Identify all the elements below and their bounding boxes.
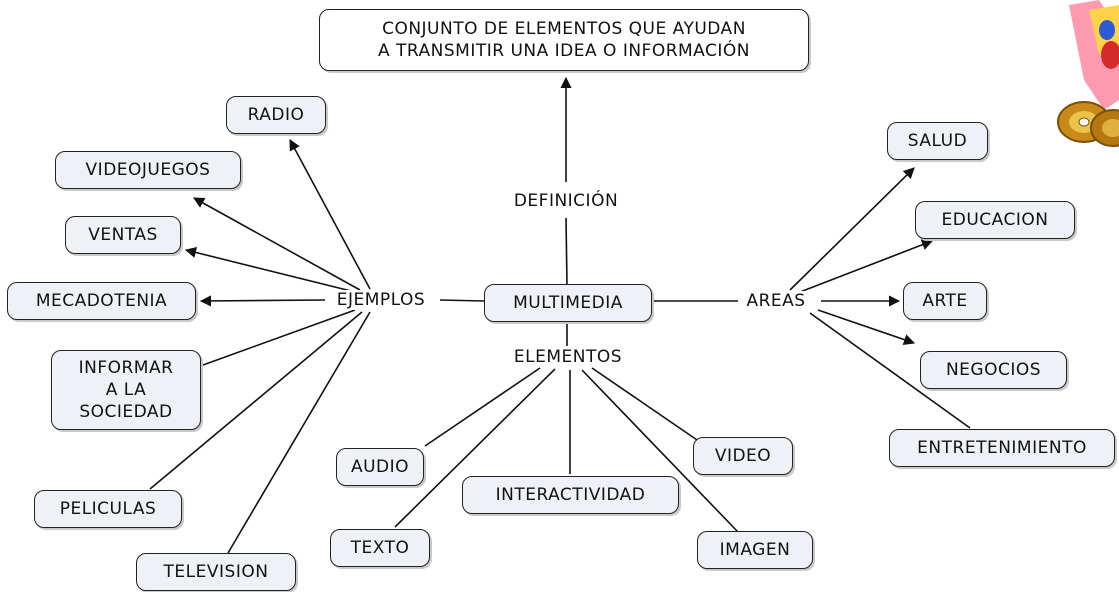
node-audio: AUDIO (336, 448, 424, 486)
node-imagen: IMAGEN (697, 531, 813, 569)
label-elementos: ELEMENTOS (510, 347, 626, 367)
arrow-to-salud (789, 167, 915, 291)
informar-line-2: A LA (105, 380, 147, 400)
line-to-texto (394, 368, 556, 528)
cd-disc-icon-2 (1090, 109, 1119, 147)
node-texto: TEXTO (330, 529, 430, 567)
arrow-to-educacion (799, 239, 934, 293)
node-salud: SALUD (887, 122, 988, 160)
arrow-to-negocios (817, 309, 916, 346)
arrow-to-videojuegos (193, 197, 361, 291)
node-arte: ARTE (903, 282, 987, 320)
informar-line-3: SOCIEDAD (79, 402, 173, 422)
node-informar-a-la-sociedad: INFORMAR A LA SOCIEDAD (51, 350, 201, 430)
node-peliculas: PELICULAS (34, 490, 182, 528)
multimedia-clipart-icon (1057, 0, 1119, 147)
line-to-imagen (581, 369, 739, 533)
node-television: TELEVISION (136, 553, 296, 591)
node-negocios: NEGOCIOS (920, 351, 1067, 389)
node-video: VIDEO (693, 437, 793, 475)
connector-multimedia-definicion (565, 217, 568, 286)
arrow-to-mecadotenia (199, 295, 326, 307)
node-mecadotenia: MECADOTENIA (7, 282, 196, 320)
informar-line-1: INFORMAR (78, 358, 174, 378)
node-entretenimiento: ENTRETENIMIENTO (889, 429, 1115, 467)
definition-line-2: A TRANSMITIR UNA IDEA O INFORMACIÓN (377, 41, 750, 61)
label-areas: AREAS (743, 291, 809, 311)
line-to-entretenimiento (809, 312, 971, 429)
line-to-informar (202, 309, 356, 366)
node-interactividad: INTERACTIVIDAD (462, 476, 679, 514)
node-radio: RADIO (226, 96, 326, 134)
line-to-television (227, 311, 371, 554)
label-definicion: DEFINICIÓN (510, 191, 622, 211)
connector-multimedia-ejemplos (439, 299, 485, 302)
definition-node: CONJUNTO DE ELEMENTOS QUE AYUDAN A TRANS… (319, 9, 809, 71)
line-to-peliculas (149, 311, 363, 490)
node-ventas: VENTAS (65, 216, 181, 254)
center-node-multimedia: MULTIMEDIA (484, 284, 652, 322)
node-videojuegos: VIDEOJUEGOS (55, 151, 241, 189)
definition-line-1: CONJUNTO DE ELEMENTOS QUE AYUDAN (382, 19, 746, 39)
line-to-video (591, 367, 701, 443)
arrow-to-radio (289, 139, 371, 290)
node-educacion: EDUCACION (915, 201, 1075, 239)
arrow-to-ventas (184, 246, 356, 293)
line-to-audio (424, 367, 541, 447)
label-ejemplos: EJEMPLOS (333, 290, 429, 310)
